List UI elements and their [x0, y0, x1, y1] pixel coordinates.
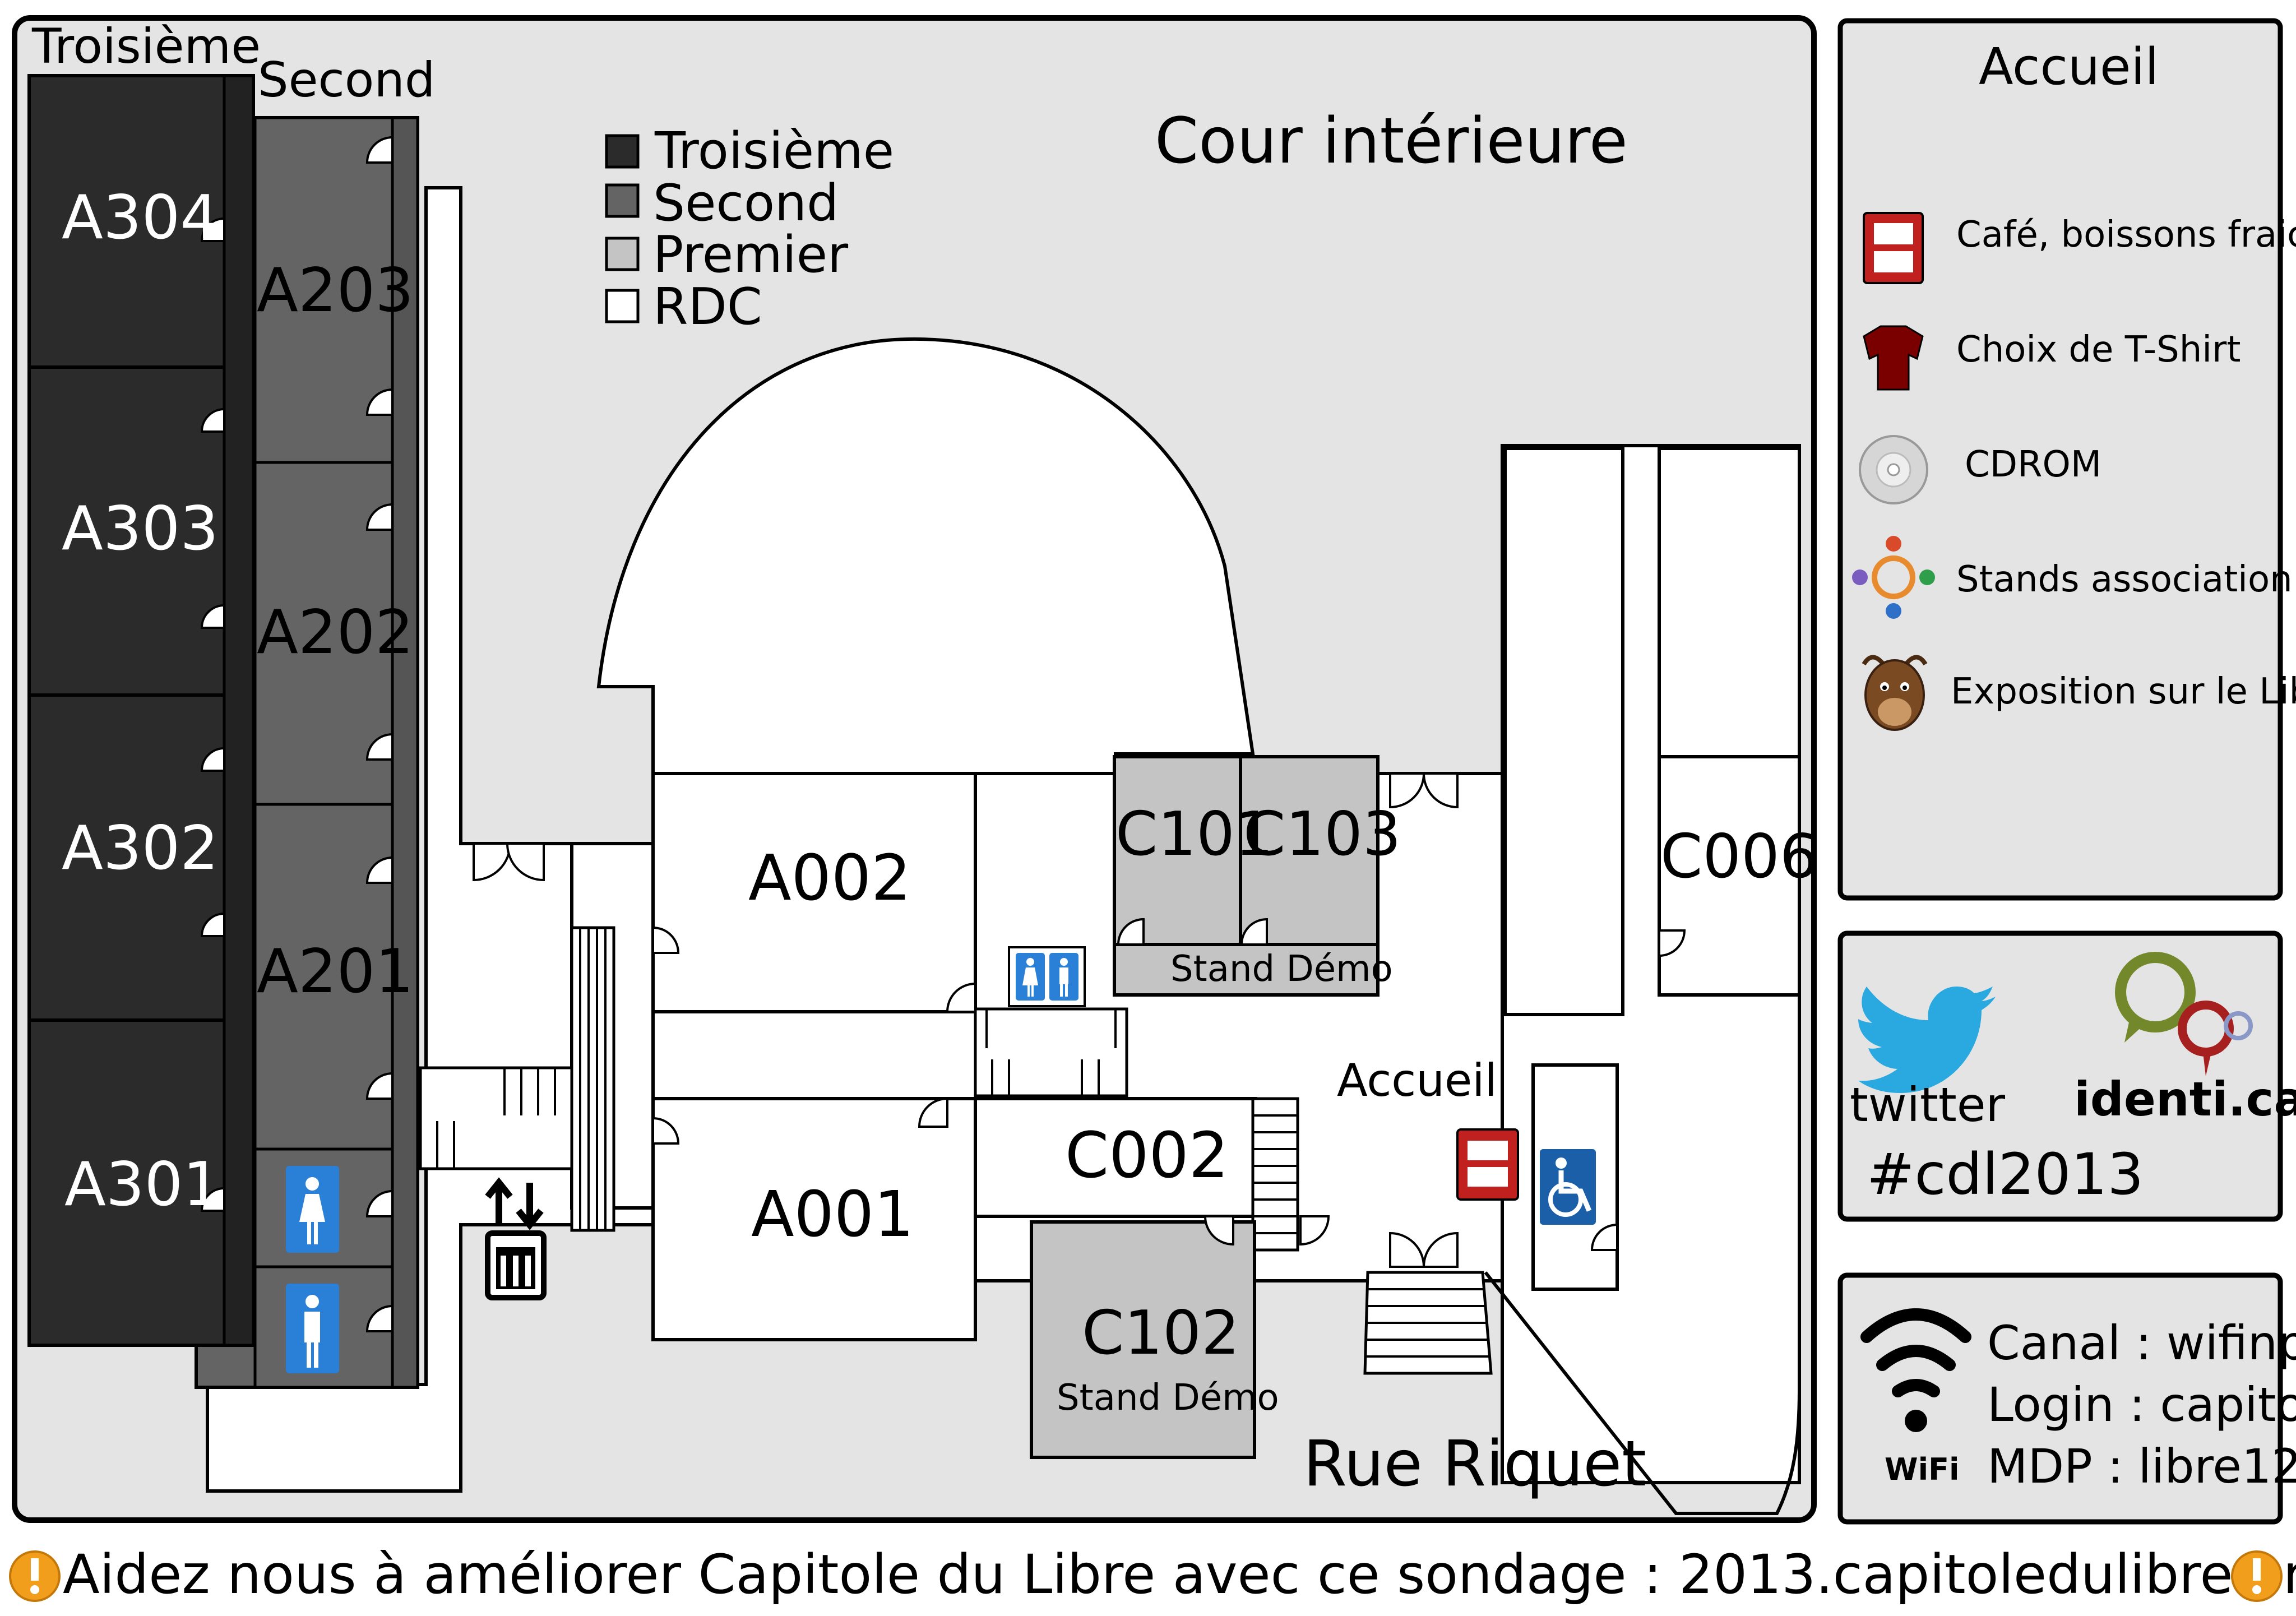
- second-floor-header: Second: [258, 52, 436, 108]
- stair-lines: [436, 928, 1489, 1358]
- legend-swatch-first: [605, 237, 640, 271]
- wifi-canal-label: Canal : wifinp: [1987, 1316, 2296, 1370]
- stand-demo-top-label: Stand Démo: [1170, 948, 1393, 990]
- third-floor-edge: [223, 74, 255, 1347]
- room-label-a002: A002: [748, 842, 911, 915]
- room-c002: [974, 1097, 1257, 1218]
- street-label: Rue Riquet: [1303, 1428, 1646, 1501]
- association-icon: [1852, 536, 1935, 619]
- room-label-a001: A001: [751, 1178, 914, 1251]
- legend-cafe-label: Café, boissons fraiches: [1956, 214, 2296, 256]
- room-label-c102: C102: [1082, 1298, 1240, 1368]
- survey-banner[interactable]: Aidez nous à améliorer Capitole du Libre…: [63, 1543, 2296, 1606]
- room-label-a201: A201: [257, 937, 414, 1007]
- room-label-c006: C006: [1660, 822, 1818, 892]
- room-c101: [1113, 755, 1242, 946]
- room-c103: [1239, 755, 1380, 946]
- twitter-bird-icon[interactable]: [1858, 987, 1996, 1093]
- legend-association-label: Stands association: [1956, 559, 2293, 600]
- cdrom-icon: [1859, 435, 1928, 504]
- courtyard-label: Cour intérieure: [1155, 105, 1628, 178]
- accueil-panel: [1837, 18, 2283, 901]
- room-label-a301: A301: [64, 1150, 221, 1220]
- room-c102: [1030, 1220, 1256, 1459]
- wifi-panel: [1837, 1272, 2283, 1525]
- women-restroom-icon: [286, 1166, 339, 1253]
- wheelchair-icon: [1540, 1149, 1596, 1225]
- door-arcs: [200, 136, 1686, 1332]
- cafe-map-icon: [1456, 1128, 1519, 1201]
- wifi-password-label: MDP : libre12: [1987, 1439, 2296, 1494]
- legend-swatch-second: [605, 183, 640, 218]
- identica-label[interactable]: identi.ca: [2074, 1072, 2296, 1127]
- legend-swatch-ground: [605, 289, 640, 323]
- restroom-icon: [1008, 946, 1086, 1007]
- room-a002: [651, 772, 977, 1013]
- room-label-a304: A304: [62, 183, 219, 253]
- warning-icon-right: [2231, 1550, 2283, 1602]
- cafe-icon: [1863, 212, 1924, 284]
- tall-block-right: [1503, 447, 1624, 1016]
- room-label-c101: C101: [1115, 799, 1274, 869]
- room-label-c002: C002: [1065, 1119, 1229, 1192]
- room-label-a302: A302: [62, 813, 219, 883]
- wifi-icon: [1860, 1308, 1971, 1397]
- legend-swatch-third: [605, 134, 640, 169]
- third-floor-column: [27, 74, 255, 1347]
- legend-label-third: Troisième: [654, 122, 894, 180]
- street-curve: [1484, 998, 1801, 1515]
- wifi-login-label: Login : capitole: [1987, 1377, 2296, 1432]
- legend-gnu-label: Exposition sur le Libre: [1951, 671, 2296, 712]
- warning-icon-left: [9, 1550, 61, 1602]
- identica-logo-icon[interactable]: [2115, 952, 2253, 1076]
- room-label-a202: A202: [257, 598, 414, 668]
- tshirt-icon: [1863, 325, 1924, 391]
- legend-tshirt-label: Choix de T-Shirt: [1956, 329, 2241, 371]
- room-a001: [651, 1097, 977, 1341]
- legend-label-second: Second: [653, 174, 839, 233]
- entrance-label: Accueil: [1337, 1054, 1497, 1106]
- twitter-label[interactable]: twitter: [1850, 1077, 2006, 1132]
- hashtag-label: #cdl2013: [1867, 1141, 2144, 1208]
- room-label-a303: A303: [62, 494, 219, 564]
- legend-label-first: Premier: [653, 225, 848, 284]
- accueil-title: Accueil: [1979, 38, 2159, 96]
- gnu-icon: [1862, 655, 1928, 731]
- room-label-c103: C103: [1243, 799, 1401, 869]
- second-floor-edge: [391, 116, 419, 1389]
- floor-legend: Troisième Second Premier RDC: [605, 122, 894, 336]
- men-restroom-icon: [286, 1284, 339, 1373]
- wifi-badge-label: WiFi: [1885, 1452, 1959, 1487]
- elevator-icon: [485, 1177, 547, 1300]
- room-label-a203: A203: [257, 256, 414, 326]
- legend-label-ground: RDC: [653, 277, 762, 336]
- legend-cdrom-label: CDROM: [1965, 444, 2101, 485]
- wifi-dot: [1905, 1410, 1927, 1432]
- stand-demo-c102-label: Stand Démo: [1057, 1377, 1279, 1419]
- third-floor-header: Troisième: [31, 18, 261, 75]
- tall-block-mid: [1658, 447, 1801, 758]
